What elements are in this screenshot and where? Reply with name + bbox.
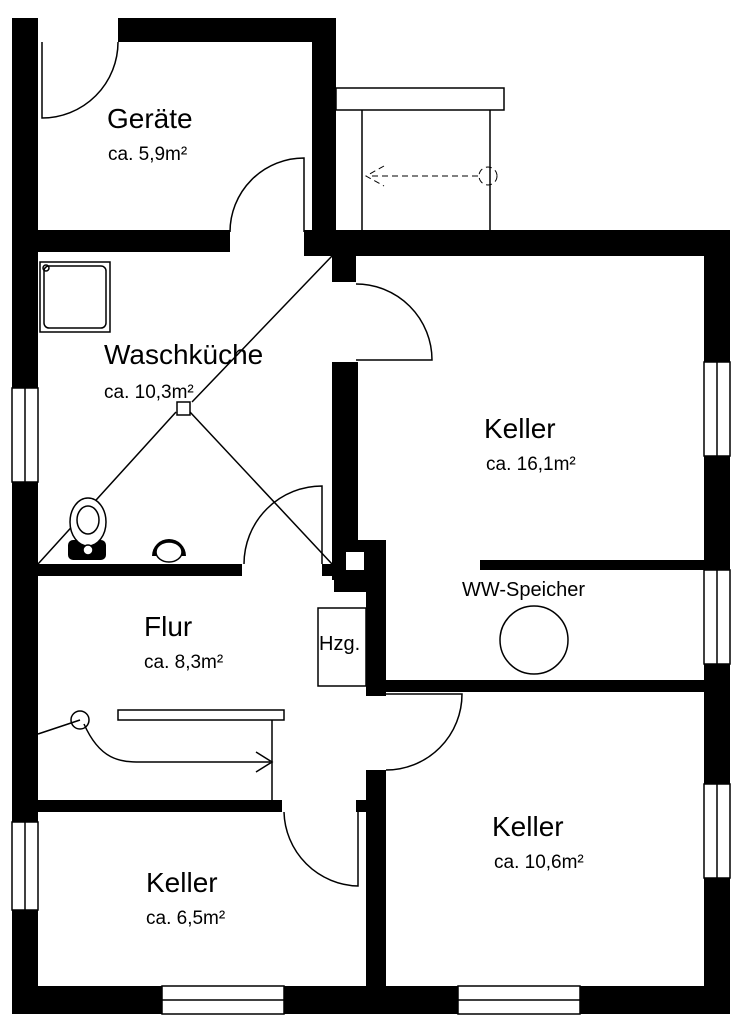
room-name-keller-sw: Keller [146, 867, 218, 898]
room-area-flur: ca. 8,3m² [144, 652, 223, 673]
wall-chimney-down [366, 540, 386, 696]
wall-lower-keller-left [366, 770, 386, 1010]
wall-right-3 [704, 664, 730, 784]
wall-ww-partial [480, 560, 706, 570]
room-area-waschkueche: ca. 10,3m² [104, 382, 194, 403]
wall-geraete-left [12, 18, 38, 248]
exterior-stair [335, 87, 505, 230]
room-name-waschkueche: Waschküche [104, 339, 263, 370]
room-name-keller-se: Keller [492, 811, 564, 842]
stair-landing [335, 87, 505, 111]
wall-top-right [304, 230, 730, 256]
door-wasch-geraete [229, 157, 305, 233]
room-name-keller-top: Keller [484, 413, 556, 444]
wall-left-upper [12, 230, 38, 388]
ww-speicher-tank [499, 605, 569, 675]
room-area-keller-top: ca. 16,1m² [486, 454, 576, 475]
washbasin [152, 539, 186, 563]
wall-flur-keller-right [356, 800, 368, 812]
wall-bottom-3 [580, 986, 730, 1014]
stair-start-circle [70, 710, 90, 730]
wall-right-1 [704, 230, 730, 362]
room-labels: Geräte ca. 5,9m² Waschküche ca. 10,3m² K… [104, 103, 585, 929]
door-flur-wasch [243, 485, 323, 565]
room-name-geraete: Geräte [107, 103, 193, 134]
wall-flur-keller [38, 800, 282, 812]
room-area-geraete: ca. 5,9m² [108, 144, 187, 165]
heater-box [317, 607, 367, 687]
walls [12, 18, 730, 1014]
stair-handrail [117, 709, 285, 721]
toilet [68, 497, 107, 560]
chimney-inner [346, 552, 364, 570]
wall-int-vertical-top [332, 256, 356, 282]
room-name-flur: Flur [144, 611, 192, 642]
wall-right-2 [704, 456, 730, 570]
door-keller-top [355, 283, 433, 361]
door-keller-se [385, 693, 463, 771]
wall-top-left [12, 230, 230, 252]
heater-label: Hzg. [319, 633, 360, 655]
waschkueche-fixtures [37, 255, 333, 565]
room-area-keller-sw: ca. 6,5m² [146, 908, 225, 929]
wall-geraete-top-right [118, 18, 336, 42]
door-keller-sw [283, 811, 359, 887]
ww-speicher-label: WW-Speicher [462, 579, 585, 601]
shower-tray [39, 261, 111, 333]
wall-geraete-right [312, 18, 336, 250]
doors [41, 41, 463, 887]
wall-wasch-flur [38, 564, 242, 576]
windows [11, 361, 731, 1015]
wall-ww-bottom [366, 680, 706, 692]
door-geraete-entry [41, 41, 119, 119]
interior-stair [37, 709, 285, 800]
room-area-keller-se: ca. 10,6m² [494, 852, 584, 873]
ceiling-light [176, 401, 191, 416]
wall-left-mid [12, 482, 38, 822]
wall-bottom-1 [12, 986, 162, 1014]
